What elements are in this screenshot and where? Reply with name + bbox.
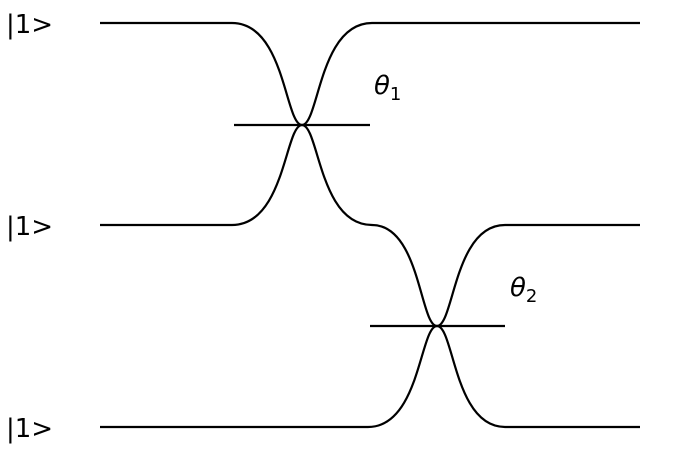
beamsplitter-1-angle-label: θ1 xyxy=(374,71,401,105)
mode-3-state-label: |1> xyxy=(6,414,53,444)
mode-2-wire xyxy=(100,123,640,328)
mode-1-wire xyxy=(100,21,640,127)
mode-2-state-label: |1> xyxy=(6,212,53,242)
mode-3-wire xyxy=(100,324,640,429)
beamsplitter-2-angle-label: θ2 xyxy=(510,273,537,307)
mode-1-state-label: |1> xyxy=(6,10,53,40)
